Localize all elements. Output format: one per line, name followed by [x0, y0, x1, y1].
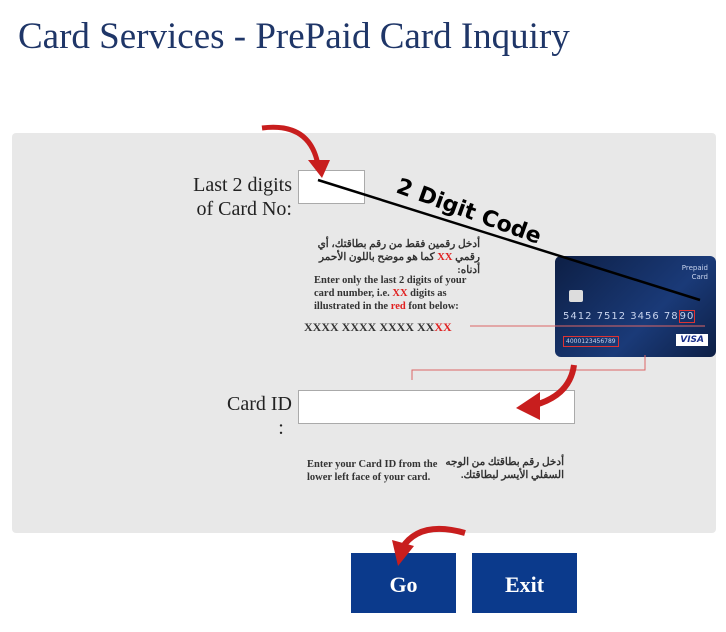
t: Prepaid	[681, 264, 708, 272]
instructions-arabic: أدخل رقمين فقط من رقم بطاقتك، أي رقمي XX…	[300, 238, 480, 277]
red-arrow-head-icon	[392, 540, 414, 566]
card-id-label: Card ID :	[180, 392, 292, 440]
page-title: Card Services - PrePaid Card Inquiry	[18, 16, 570, 57]
visa-logo: VISA	[676, 334, 708, 346]
red-arrow-icon	[534, 364, 577, 408]
exit-button[interactable]: Exit	[472, 553, 577, 613]
connector-line	[411, 355, 646, 380]
en-line: card number, i.e. XX digits as	[314, 287, 514, 300]
chip-icon	[569, 290, 583, 302]
t: lower left face of your card.	[307, 472, 431, 483]
xx-red: XX	[392, 288, 408, 299]
t: 90	[678, 310, 696, 323]
t: :	[278, 417, 284, 439]
en-line: Enter only the last 2 digits of your	[314, 275, 467, 286]
red-word: red	[390, 301, 406, 312]
last-two-digits-input[interactable]	[298, 170, 365, 204]
last-digits-label: Last 2 digits of Card No:	[140, 173, 292, 221]
red-arrow-icon	[399, 525, 466, 550]
t: digits as	[407, 288, 447, 299]
card-mask: XXXX XXXX XXXX XXXX	[304, 320, 452, 335]
t: Card ID	[227, 393, 292, 415]
ar-line: أدخل رقمين فقط من رقم بطاقتك، أي	[317, 239, 480, 250]
label-line: of Card No:	[196, 198, 292, 220]
t: كما هو موضح باللون الأحمر أدناه:	[318, 252, 480, 276]
card-id-help-english: Enter your Card ID from the lower left f…	[307, 458, 447, 484]
label-line: Last 2 digits	[193, 174, 292, 196]
t: السفلي الأيسر لبطاقتك.	[460, 470, 564, 481]
card-id-print: 4000123456789	[563, 336, 619, 347]
t: font below:	[405, 301, 459, 312]
t: Enter your Card ID from the	[307, 459, 438, 470]
mask: XXXX XXXX XXXX XX	[304, 320, 435, 334]
card-id-help-arabic: أدخل رقم بطاقتك من الوجه السفلي الأيسر ل…	[440, 456, 564, 482]
t: أدخل رقم بطاقتك من الوجه	[445, 457, 564, 468]
mask-red: XX	[434, 320, 452, 334]
card-number: 5412 7512 3456 7890	[563, 310, 696, 323]
red-arrow-icon	[261, 124, 321, 166]
xx-red: XX	[437, 252, 453, 263]
pointer-line	[317, 178, 701, 302]
red-arrow-head-icon	[308, 160, 330, 178]
t: رقمي	[452, 252, 480, 263]
en-line: illustrated in the red font below:	[314, 300, 514, 313]
red-arrow-head-icon	[516, 392, 540, 420]
t: 5412 7512 3456 78	[563, 311, 679, 322]
t: illustrated in the	[314, 301, 391, 312]
ar-line: رقمي XX كما هو موضح باللون الأحمر أدناه:	[300, 251, 480, 277]
t: Card	[691, 273, 708, 281]
t: card number, i.e.	[314, 288, 393, 299]
instructions-english: Enter only the last 2 digits of your car…	[314, 274, 514, 313]
go-button[interactable]: Go	[351, 553, 456, 613]
